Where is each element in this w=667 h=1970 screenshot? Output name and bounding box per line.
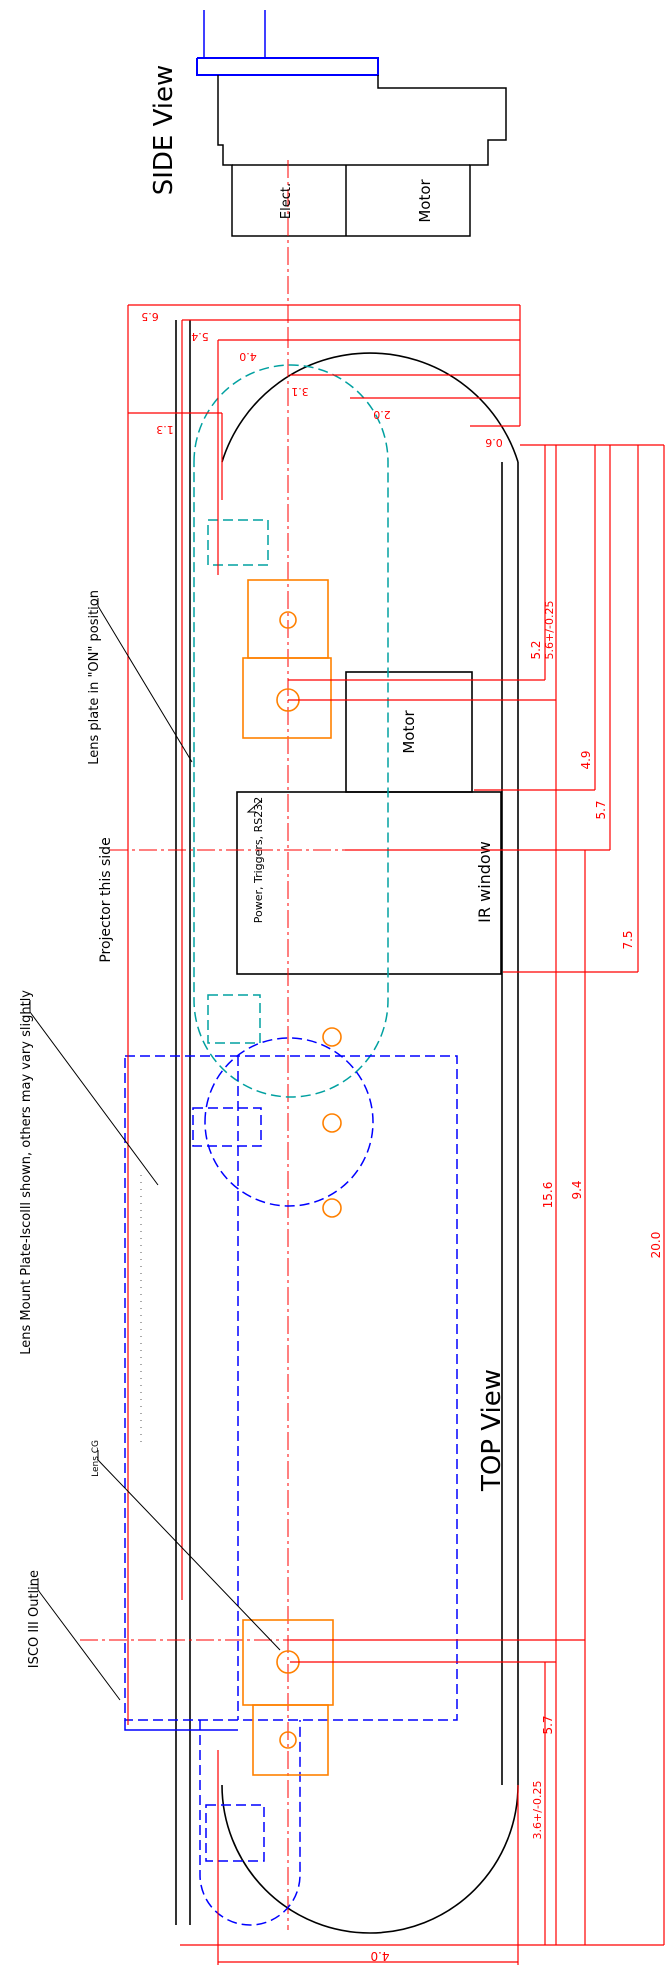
motor-side-label: Motor — [416, 179, 434, 223]
lens-mount-outline — [193, 364, 389, 1098]
mount-hole — [322, 1113, 342, 1133]
dim-label-bottom: 4.0 — [370, 1949, 389, 1963]
side-view-drawing — [196, 10, 507, 237]
lens-mount-tab — [207, 994, 261, 1044]
dim-label-2-0: 2.0 — [373, 408, 391, 421]
isco-tab — [192, 1107, 262, 1147]
isco-plate-rect — [124, 1055, 458, 1721]
side-view-housing — [217, 75, 507, 237]
mount-hole — [322, 1027, 342, 1047]
mount-hole — [322, 1198, 342, 1218]
lens-hole — [279, 611, 297, 629]
isco-solid-edge — [124, 1720, 238, 1731]
isco-tab — [205, 1804, 265, 1862]
body-top-semicircle — [221, 352, 519, 463]
isco-upper-circle — [204, 1037, 374, 1207]
lens-cg-callout: Lens CG — [91, 1440, 101, 1477]
motor-top-label: Motor — [400, 710, 418, 754]
dim-label-7-5: 7.5 — [621, 930, 635, 949]
lens-mount-callout: Lens Mount Plate-Iscolll shown, others m… — [19, 990, 34, 1355]
dim-label-3-1: 3.1 — [291, 385, 309, 398]
side-view-mount-bracket — [196, 57, 379, 76]
top-view-title: TOP View — [477, 1369, 507, 1492]
lens-components — [242, 579, 342, 1776]
power-ir-box — [236, 791, 502, 975]
lens-block-lower-2 — [252, 1704, 329, 1776]
dim-label-15-6: 15.6 — [541, 1182, 555, 1209]
dim-label-5-7b: 5.7 — [541, 1715, 555, 1734]
dim-label-4-0: 4.0 — [239, 350, 257, 363]
leader-lens-mount — [29, 1000, 159, 1186]
power-label-leader — [246, 799, 263, 813]
leader-lens-plate — [97, 598, 193, 763]
dim-label-5-7: 5.7 — [594, 800, 608, 819]
isco-outline — [124, 1037, 458, 1926]
body-bottom-semicircle — [221, 1784, 519, 1934]
projector-side-callout: Projector this side — [98, 837, 114, 962]
leader-lens-cg — [97, 1450, 281, 1651]
side-dimension-lines — [127, 304, 521, 1725]
dim-label-5-4: 5.4 — [191, 330, 209, 343]
dim-label-20: 20.0 — [649, 1232, 663, 1259]
right-dimension-lines — [180, 444, 665, 1965]
power-triggers-label: Power, Triggers, RS232 — [252, 797, 265, 924]
lens-block-upper-2 — [242, 657, 332, 739]
dim-label-0-6: 0.6 — [485, 436, 503, 449]
top-view-body — [175, 320, 519, 1934]
callout-leaders — [29, 598, 281, 1701]
lens-mount-tab — [207, 519, 269, 566]
dim-label-5-2: 5.2 — [529, 640, 543, 659]
ir-window-label: IR window — [475, 841, 494, 923]
elect-label: Elect. — [279, 183, 294, 219]
lens-mount-plate — [193, 364, 389, 1098]
dim-label-6-5: 6.5 — [141, 310, 159, 323]
leader-isco — [37, 1578, 121, 1701]
lens-plate-on-callout: Lens plate in "ON" position — [87, 590, 102, 765]
lens-hole — [279, 1731, 297, 1749]
side-view-title: SIDE View — [149, 65, 179, 196]
dim-label-4-9: 4.9 — [579, 750, 593, 769]
dim-label-5-6: 5.6+/-0.25 — [543, 601, 556, 660]
dim-label-3-6: 3.6+/-0.25 — [531, 1781, 544, 1840]
isco-outline-callout: ISCO III Outline — [27, 1570, 42, 1668]
isco-lower-arc — [199, 1720, 301, 1926]
dim-label-9-4: 9.4 — [570, 1180, 584, 1199]
dim-label-1-3: 1.3 — [156, 423, 174, 436]
